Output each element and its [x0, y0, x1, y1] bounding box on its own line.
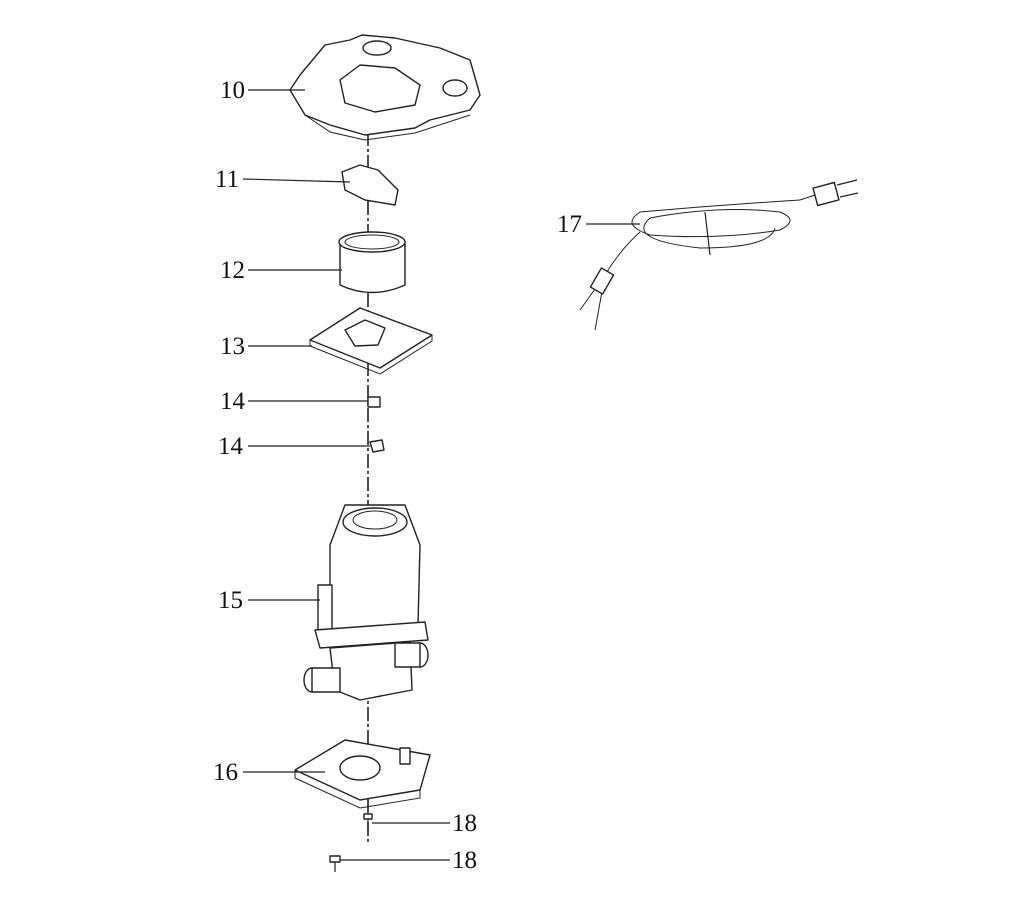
part-11-plate — [341, 164, 399, 206]
label-part-12: 12 — [220, 257, 245, 284]
part-18-screw-lower — [329, 855, 341, 872]
label-part-10: 10 — [220, 77, 245, 104]
label-part-14-upper: 14 — [220, 388, 245, 415]
part-10-top-plate — [289, 34, 481, 141]
leader-11 — [242, 178, 351, 183]
label-part-16: 16 — [213, 759, 238, 786]
label-part-15: 15 — [218, 587, 243, 614]
part-13-plate — [309, 307, 433, 375]
part-17-power-cord — [579, 179, 859, 331]
part-12-sleeve — [338, 231, 406, 294]
part-14-nut-upper — [367, 396, 381, 408]
part-18-screw-upper — [363, 813, 373, 832]
label-part-17: 17 — [557, 211, 582, 238]
label-part-13: 13 — [220, 333, 245, 360]
label-part-18-upper: 18 — [452, 810, 477, 837]
label-part-18-lower: 18 — [452, 847, 477, 874]
part-14-nut-lower — [369, 439, 385, 453]
part-15-motor — [303, 504, 429, 701]
label-part-14-lower: 14 — [218, 433, 243, 460]
label-part-11: 11 — [215, 166, 240, 193]
part-16-base — [294, 739, 431, 809]
